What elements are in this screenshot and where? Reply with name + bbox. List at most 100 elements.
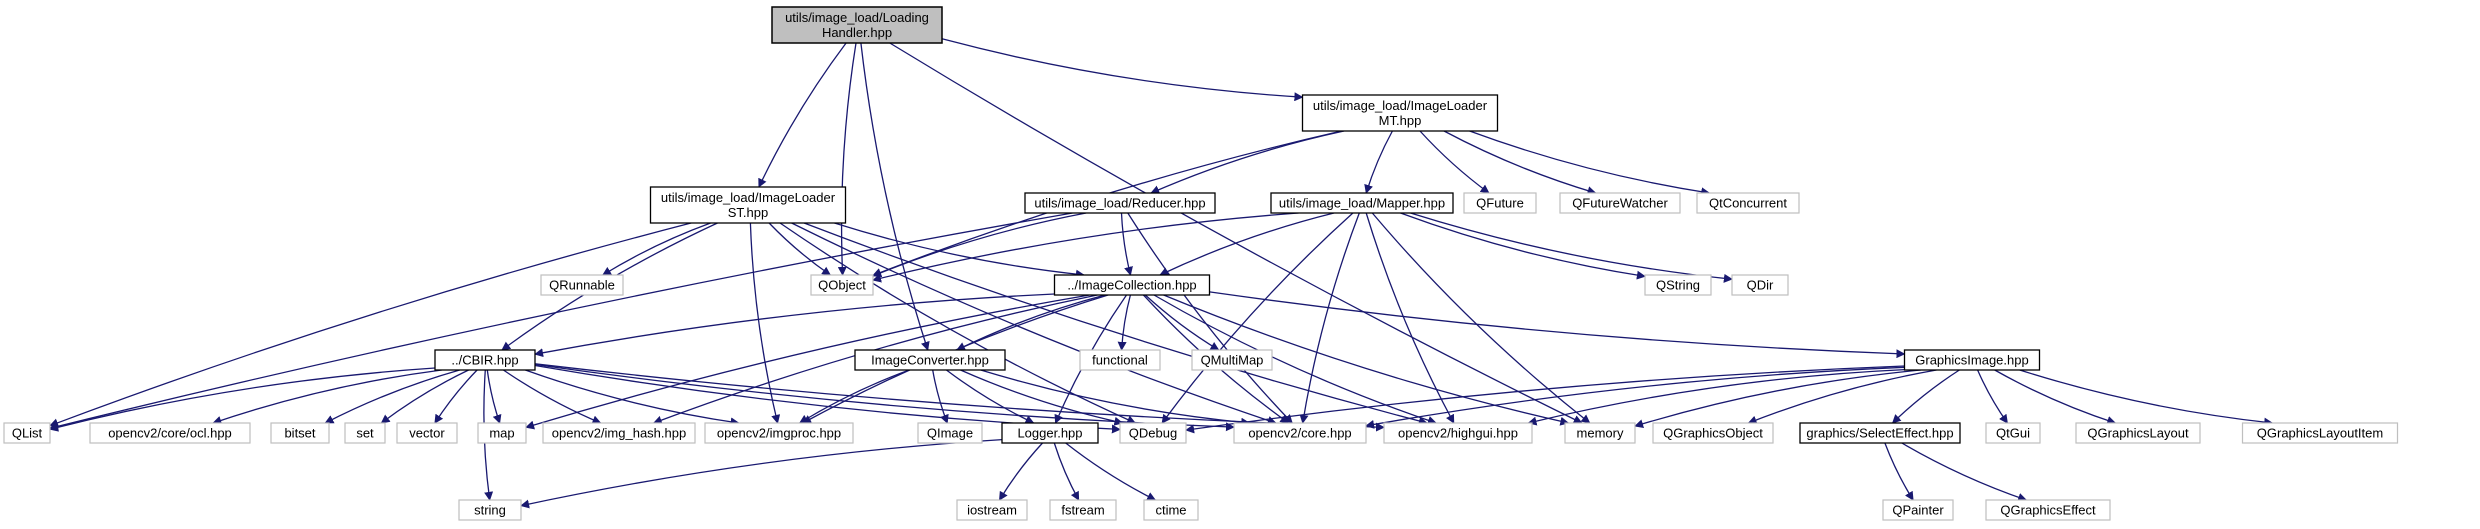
node-graphicsimage[interactable]: GraphicsImage.hpp (1903, 349, 2041, 371)
node-logger-label-0: Logger.hpp (1017, 426, 1082, 441)
node-reducer-label-0: utils/image_load/Reducer.hpp (1034, 196, 1205, 211)
node-qstring-label-0: QString (1656, 278, 1700, 293)
node-qlist-label-0: QList (12, 426, 43, 441)
node-imgproc-box (704, 422, 854, 444)
edge-loaderst-to-qlist (49, 222, 692, 428)
edge-loadermt-to-qtconcurrent (1469, 130, 1711, 197)
node-qrunnable[interactable]: QRunnable (540, 274, 624, 296)
node-qgraphicsobject-label-0: QGraphicsObject (1663, 426, 1763, 441)
edge-loadermt-to-qfuturewatcher (1443, 130, 1597, 196)
node-qrunnable-label-0: QRunnable (549, 278, 615, 293)
edge-cbir-to-bitset (324, 369, 460, 424)
node-qmultimap-box (1191, 349, 1273, 371)
node-qgraphicsobject-box (1652, 422, 1774, 444)
node-qgraphicseffect[interactable]: QGraphicsEffect (1985, 499, 2111, 521)
edge-loadermt-to-qfuture (1419, 130, 1490, 194)
node-vector[interactable]: vector (396, 422, 458, 444)
node-bitset[interactable]: bitset (270, 422, 330, 444)
node-qtgui[interactable]: QtGui (1985, 422, 2041, 444)
node-qtconcurrent-box (1696, 192, 1800, 214)
node-functional[interactable]: functional (1079, 349, 1161, 371)
node-qfuturewatcher-label-0: QFutureWatcher (1572, 196, 1668, 211)
node-qmultimap-label-0: QMultiMap (1201, 353, 1264, 368)
node-imgproc[interactable]: opencv2/imgproc.hpp (704, 422, 854, 444)
edge-mapper-to-memory (1371, 212, 1591, 424)
node-qgraphicslayout[interactable]: QGraphicsLayout (2075, 422, 2201, 444)
node-qgraphicseffect-box (1985, 499, 2111, 521)
edge-mapper-to-qdir (1410, 212, 1733, 283)
node-loaderst-label-0: utils/image_load/ImageLoader (661, 190, 836, 205)
node-iostream[interactable]: iostream (956, 499, 1028, 521)
node-imghash-box (542, 422, 696, 444)
node-set[interactable]: set (344, 422, 386, 444)
node-qgraphicslayoutitem[interactable]: QGraphicsLayoutItem (2241, 422, 2399, 444)
edge-graphicsimage-to-qtgui (1977, 369, 2008, 424)
node-qgraphicseffect-label-0: QGraphicsEffect (2000, 503, 2096, 518)
node-imgproc-label-0: opencv2/imgproc.hpp (717, 426, 841, 441)
node-qdir[interactable]: QDir (1731, 274, 1789, 296)
node-qdebug-box (1119, 422, 1187, 444)
edge-loadinghandler-to-qobject (837, 42, 857, 276)
node-qdebug[interactable]: QDebug (1119, 422, 1187, 444)
edge-imageconverter-to-qimage (932, 369, 949, 424)
node-logger[interactable]: Logger.hpp (1001, 422, 1099, 444)
edge-imagecollection-to-memory (1163, 294, 1570, 426)
node-string[interactable]: string (458, 499, 522, 521)
edge-imageconverter-to-qdebug (960, 369, 1124, 426)
node-string-box (458, 499, 522, 521)
edge-graphicsimage-to-qgraphicslayoutitem (2019, 369, 2274, 427)
node-imghash-label-0: opencv2/img_hash.hpp (552, 426, 686, 441)
edge-mapper-to-highgui (1365, 212, 1455, 424)
node-loaderst-box (649, 186, 847, 224)
node-qgraphicslayout-box (2075, 422, 2201, 444)
node-map[interactable]: map (477, 422, 527, 444)
node-qfuture-label-0: QFuture (1476, 196, 1524, 211)
edge-logger-to-string (520, 438, 1003, 509)
edge-imageconverter-to-core (980, 369, 1251, 427)
node-reducer[interactable]: utils/image_load/Reducer.hpp (1024, 192, 1216, 214)
node-qpainter-label-0: QPainter (1892, 503, 1944, 518)
edge-loaderst-to-qrunnable (602, 222, 711, 276)
node-qfuturewatcher[interactable]: QFutureWatcher (1559, 192, 1681, 214)
node-qpainter[interactable]: QPainter (1882, 499, 1954, 521)
node-qfuturewatcher-box (1559, 192, 1681, 214)
edge-cbir-to-set (380, 369, 469, 424)
node-highgui[interactable]: opencv2/highgui.hpp (1383, 422, 1533, 444)
edge-cbir-to-highgui (534, 363, 1385, 432)
node-selecteffect[interactable]: graphics/SelectEffect.hpp (1799, 422, 1961, 444)
node-vector-box (396, 422, 458, 444)
edge-imageconverter-to-imgproc (798, 369, 910, 424)
node-qmultimap[interactable]: QMultiMap (1191, 349, 1273, 371)
node-cbir[interactable]: ../CBIR.hpp (434, 349, 536, 371)
edge-mapper-to-imagecollection (1159, 212, 1335, 276)
node-imagecollection[interactable]: ../ImageCollection.hpp (1053, 274, 1211, 296)
node-imageconverter[interactable]: ImageConverter.hpp (854, 349, 1006, 371)
node-ocl[interactable]: opencv2/core/ocl.hpp (89, 422, 251, 444)
edge-reducer-to-qlist (49, 212, 1073, 431)
node-imghash[interactable]: opencv2/img_hash.hpp (542, 422, 696, 444)
edge-mapper-to-qstring (1400, 212, 1646, 280)
node-qstring[interactable]: QString (1644, 274, 1712, 296)
nodes-layer: utils/image_load/LoadingHandler.hpputils… (3, 6, 2399, 521)
node-qfuture[interactable]: QFuture (1463, 192, 1537, 214)
edge-imagecollection-to-functional (1117, 294, 1132, 351)
node-mapper[interactable]: utils/image_load/Mapper.hpp (1270, 192, 1454, 214)
node-qobject[interactable]: QObject (810, 274, 874, 296)
node-qtconcurrent[interactable]: QtConcurrent (1696, 192, 1800, 214)
node-qgraphicsobject[interactable]: QGraphicsObject (1652, 422, 1774, 444)
edge-loadinghandler-to-loaderst (758, 42, 847, 188)
node-ctime[interactable]: ctime (1143, 499, 1199, 521)
node-fstream[interactable]: fstream (1049, 499, 1117, 521)
node-memory[interactable]: memory (1564, 422, 1636, 444)
node-loadinghandler-box (771, 6, 943, 44)
node-core-label-0: opencv2/core.hpp (1248, 426, 1351, 441)
node-qlist[interactable]: QList (3, 422, 51, 444)
edge-loadinghandler-to-memory (889, 42, 1583, 424)
node-core[interactable]: opencv2/core.hpp (1233, 422, 1367, 444)
node-qimage[interactable]: QImage (917, 422, 983, 444)
node-bitset-box (270, 422, 330, 444)
